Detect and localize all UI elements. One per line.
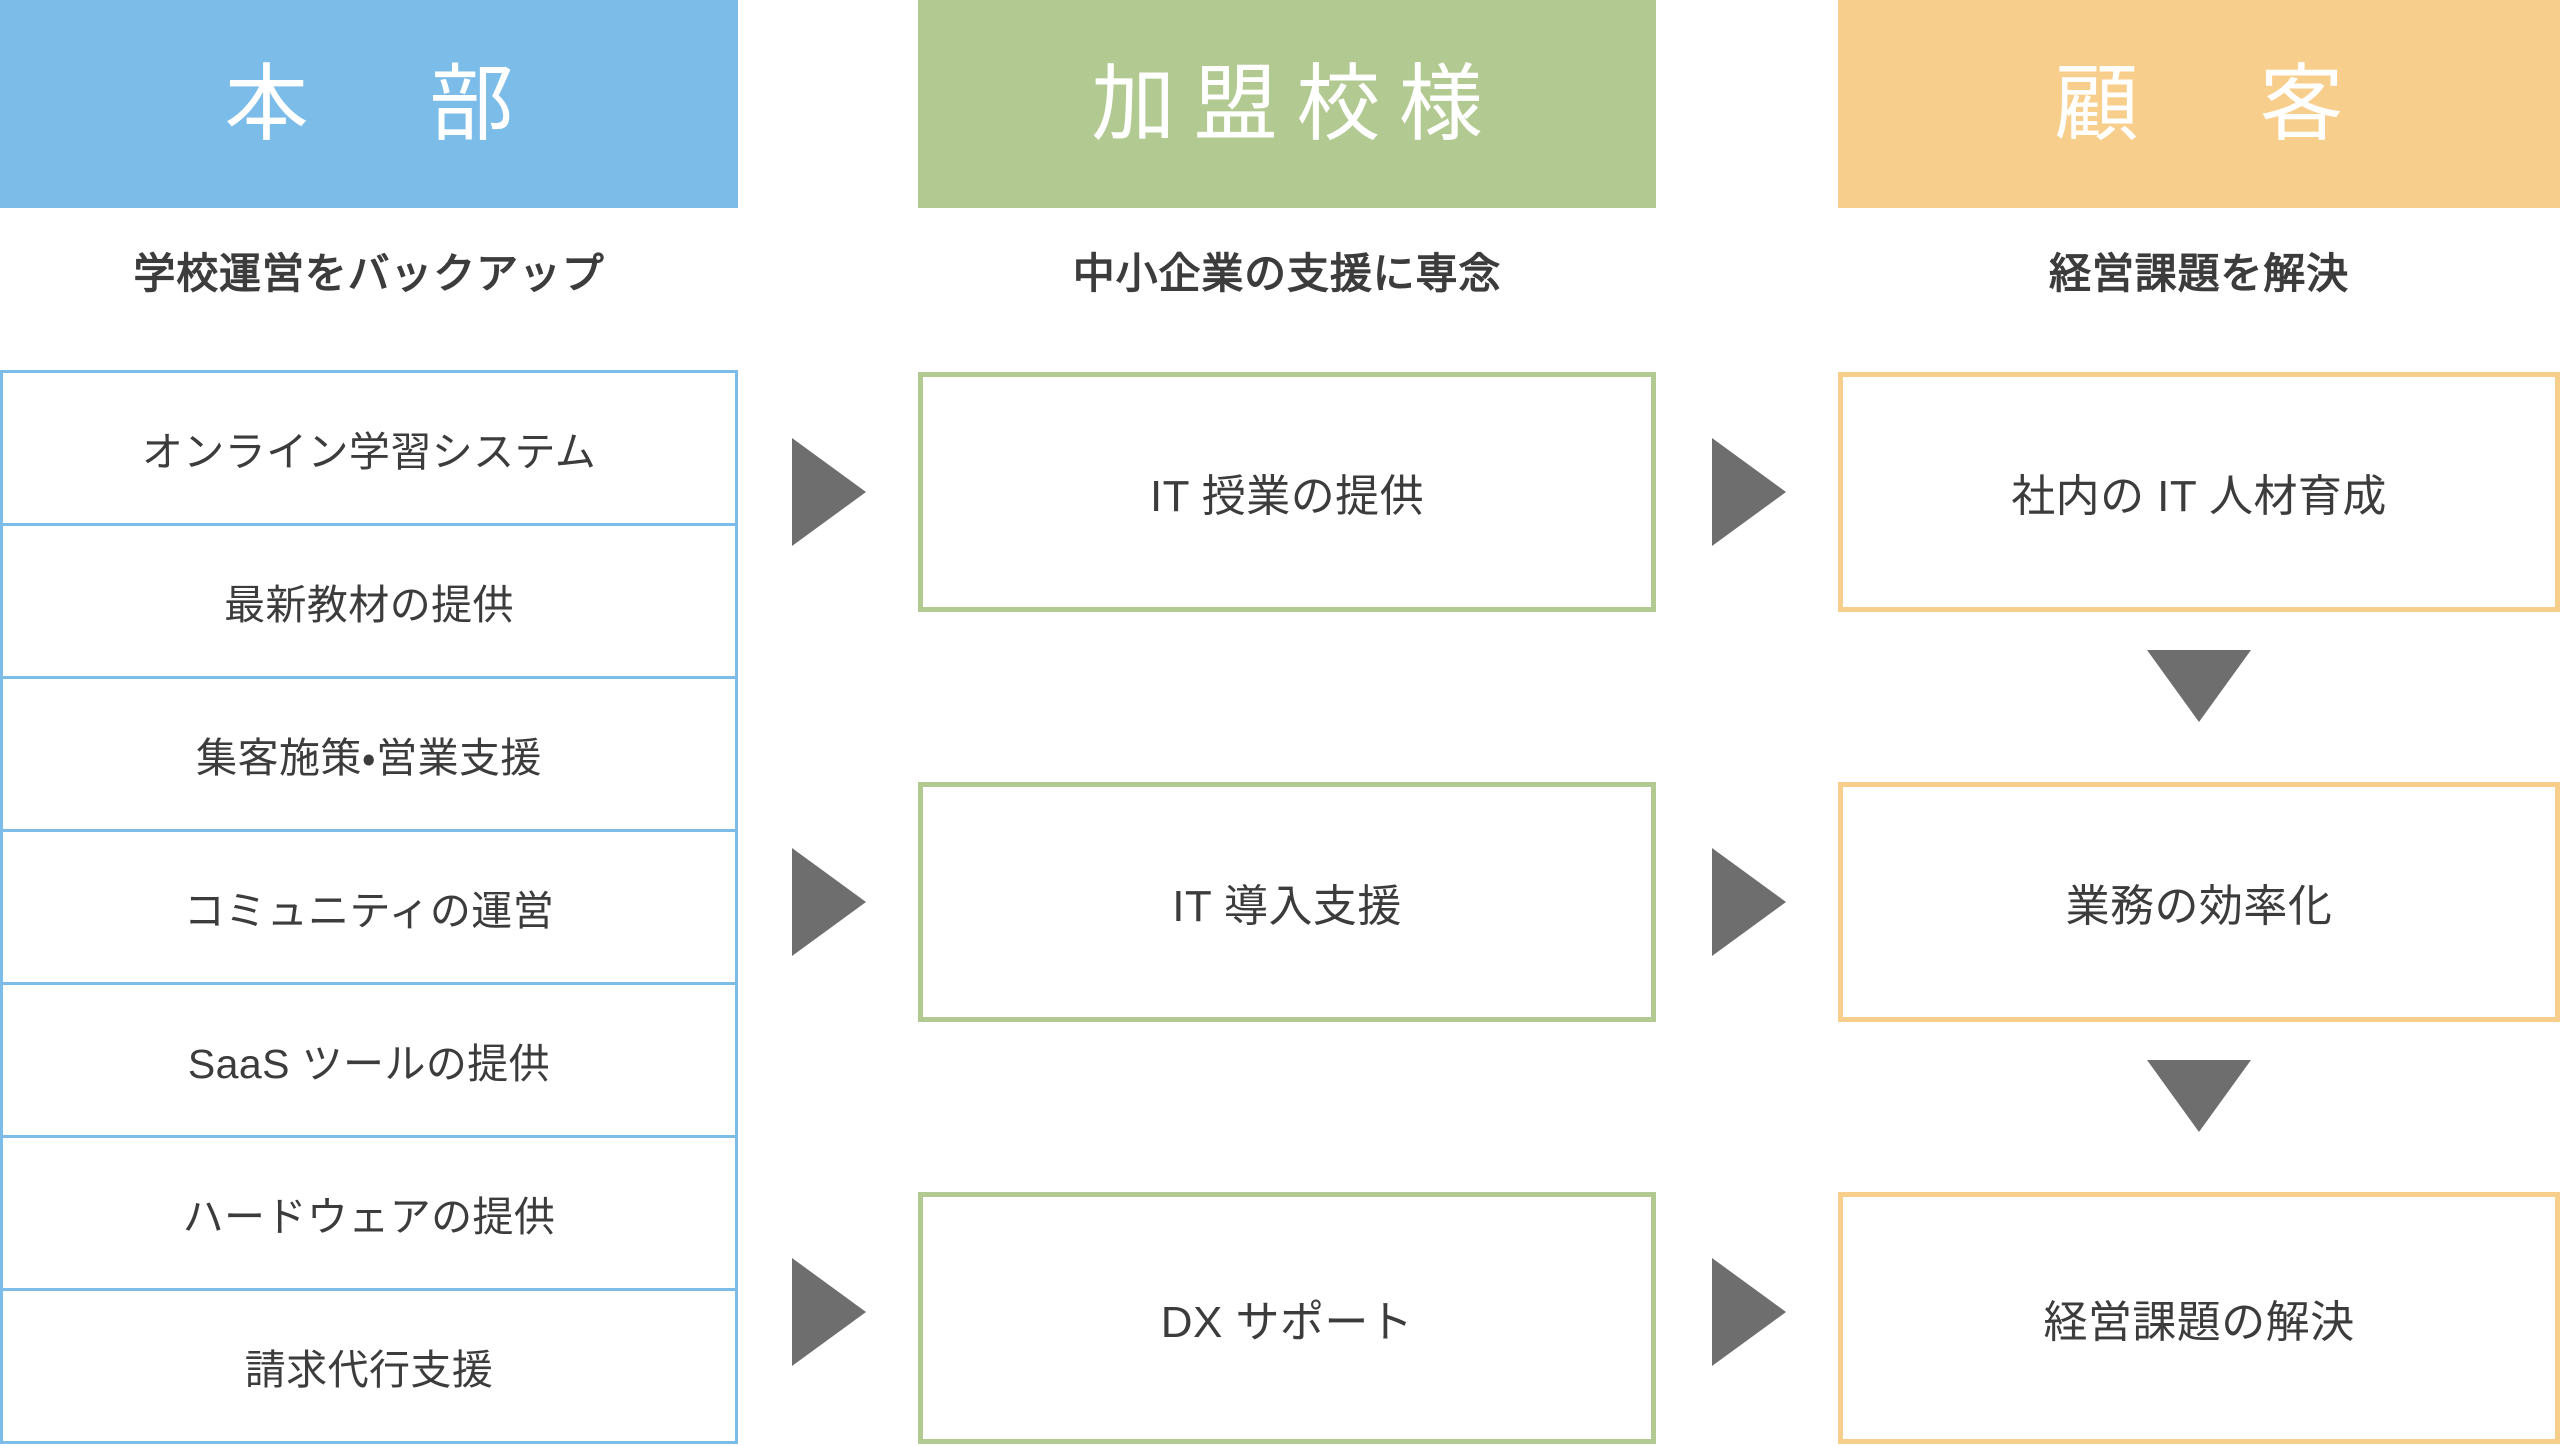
- customer-card-2[interactable]: 業務の効率化: [1838, 782, 2560, 1022]
- customer-card-3[interactable]: 経営課題の解決: [1838, 1192, 2560, 1444]
- arrow-down-icon-customer-1: [2147, 650, 2251, 722]
- column-header-headquarters: 本 部: [0, 0, 738, 208]
- list-item[interactable]: オンライン学習システム: [0, 370, 738, 523]
- member-school-card-3[interactable]: DX サポート: [918, 1192, 1656, 1444]
- arrow-down-icon-customer-2: [2147, 1060, 2251, 1132]
- headquarters-service-list: オンライン学習システム 最新教材の提供 集客施策・営業支援 コミュニティの運営 …: [0, 370, 738, 1444]
- list-item[interactable]: 集客施策・営業支援: [0, 676, 738, 829]
- customer-card-1[interactable]: 社内の IT 人材育成: [1838, 372, 2560, 612]
- arrow-right-icon-hq-to-school-1: [792, 438, 866, 546]
- list-item[interactable]: ハードウェアの提供: [0, 1135, 738, 1288]
- list-item[interactable]: コミュニティの運営: [0, 829, 738, 982]
- arrow-right-icon-hq-to-school-3: [792, 1258, 866, 1366]
- list-item[interactable]: 最新教材の提供: [0, 523, 738, 676]
- arrow-right-icon-school-to-customer-1: [1712, 438, 1786, 546]
- arrow-right-icon-school-to-customer-3: [1712, 1258, 1786, 1366]
- member-school-card-1[interactable]: IT 授業の提供: [918, 372, 1656, 612]
- column-header-member-school: 加盟校様: [918, 0, 1656, 208]
- list-item[interactable]: SaaS ツールの提供: [0, 982, 738, 1135]
- member-school-card-2[interactable]: IT 導入支援: [918, 782, 1656, 1022]
- column-subtitle-headquarters: 学校運営をバックアップ: [133, 250, 605, 297]
- column-subtitle-member-school: 中小企業の支援に専念: [1072, 250, 1502, 297]
- column-header-customer: 顧 客: [1838, 0, 2560, 208]
- list-item[interactable]: 請求代行支援: [0, 1288, 738, 1444]
- arrow-right-icon-school-to-customer-2: [1712, 848, 1786, 956]
- arrow-right-icon-hq-to-school-2: [792, 848, 866, 956]
- column-subtitle-customer: 経営課題を解決: [2049, 250, 2349, 297]
